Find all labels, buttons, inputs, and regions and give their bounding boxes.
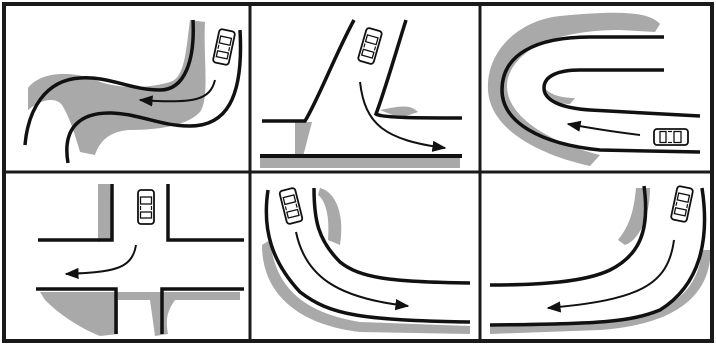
panel-hairpin-curve (487, 12, 701, 167)
road-edge (542, 68, 701, 118)
road-shadow (545, 88, 575, 104)
road-shadow (487, 12, 660, 167)
road-edge (312, 187, 471, 285)
road-edge (166, 184, 244, 242)
panel-curve-bending-right (262, 186, 471, 334)
road-shadow (318, 188, 342, 245)
road-edge (264, 189, 471, 324)
road-edge (65, 29, 243, 164)
road-shadow (380, 106, 418, 118)
panel-curve-bending-left (489, 184, 710, 334)
road-edge (489, 187, 707, 327)
car-icon (137, 189, 155, 225)
road-shadow (40, 292, 240, 336)
direction-arrow (64, 244, 137, 280)
direction-arrow (566, 120, 641, 136)
direction-arrow (546, 239, 675, 313)
car-icon (653, 128, 689, 146)
panel-crossroads-left-turn (36, 184, 244, 336)
road-edge (36, 287, 118, 334)
road-shadow (260, 158, 460, 168)
road-edge (489, 185, 648, 287)
road-shadow (262, 240, 470, 334)
road-edge (38, 184, 114, 242)
road-edge (160, 287, 244, 334)
panel-t-junction-right-turn (260, 19, 463, 168)
road-edge (23, 19, 195, 146)
panel-s-curve (23, 19, 243, 164)
road-shadow (618, 188, 650, 245)
direction-arrow (295, 231, 410, 311)
road-edge (500, 35, 701, 154)
road-shadow (98, 184, 112, 242)
direction-arrow (359, 81, 447, 152)
road-edge (373, 19, 463, 120)
road-edge (262, 19, 356, 123)
direction-arrow (138, 79, 216, 107)
